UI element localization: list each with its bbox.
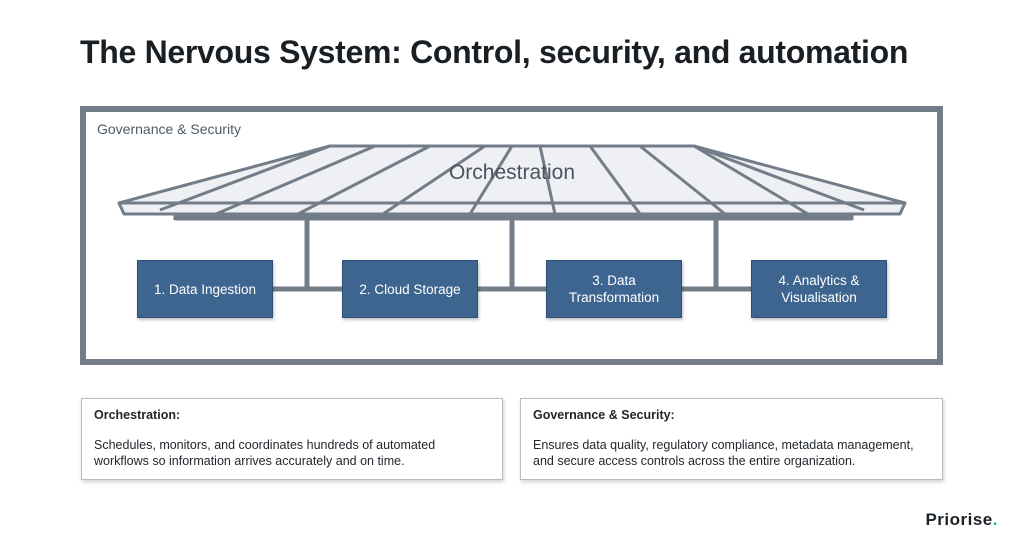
- step-cloud-storage: 2. Cloud Storage: [342, 260, 478, 318]
- page-title: The Nervous System: Control, security, a…: [80, 34, 909, 70]
- step-analytics-visualisation: 4. Analytics & Visualisation: [751, 260, 887, 318]
- card-body: Ensures data quality, regulatory complia…: [533, 438, 914, 468]
- orchestration-canopy: [117, 144, 907, 221]
- step-data-transformation: 3. Data Transformation: [546, 260, 682, 318]
- governance-card: Governance & Security: Ensures data qual…: [520, 398, 943, 480]
- brand-dot: .: [992, 510, 998, 529]
- orchestration-card: Orchestration: Schedules, monitors, and …: [81, 398, 503, 480]
- brand-name: Priorise: [925, 510, 993, 529]
- brand-logo: Priorise.: [925, 510, 998, 530]
- card-body: Schedules, monitors, and coordinates hun…: [94, 438, 436, 468]
- card-title: Orchestration:: [94, 408, 181, 422]
- governance-label: Governance & Security: [97, 121, 241, 137]
- step-data-ingestion: 1. Data Ingestion: [137, 260, 273, 318]
- support-columns: [304, 218, 719, 289]
- orchestration-label: Orchestration: [448, 161, 576, 184]
- card-title: Governance & Security:: [533, 408, 675, 422]
